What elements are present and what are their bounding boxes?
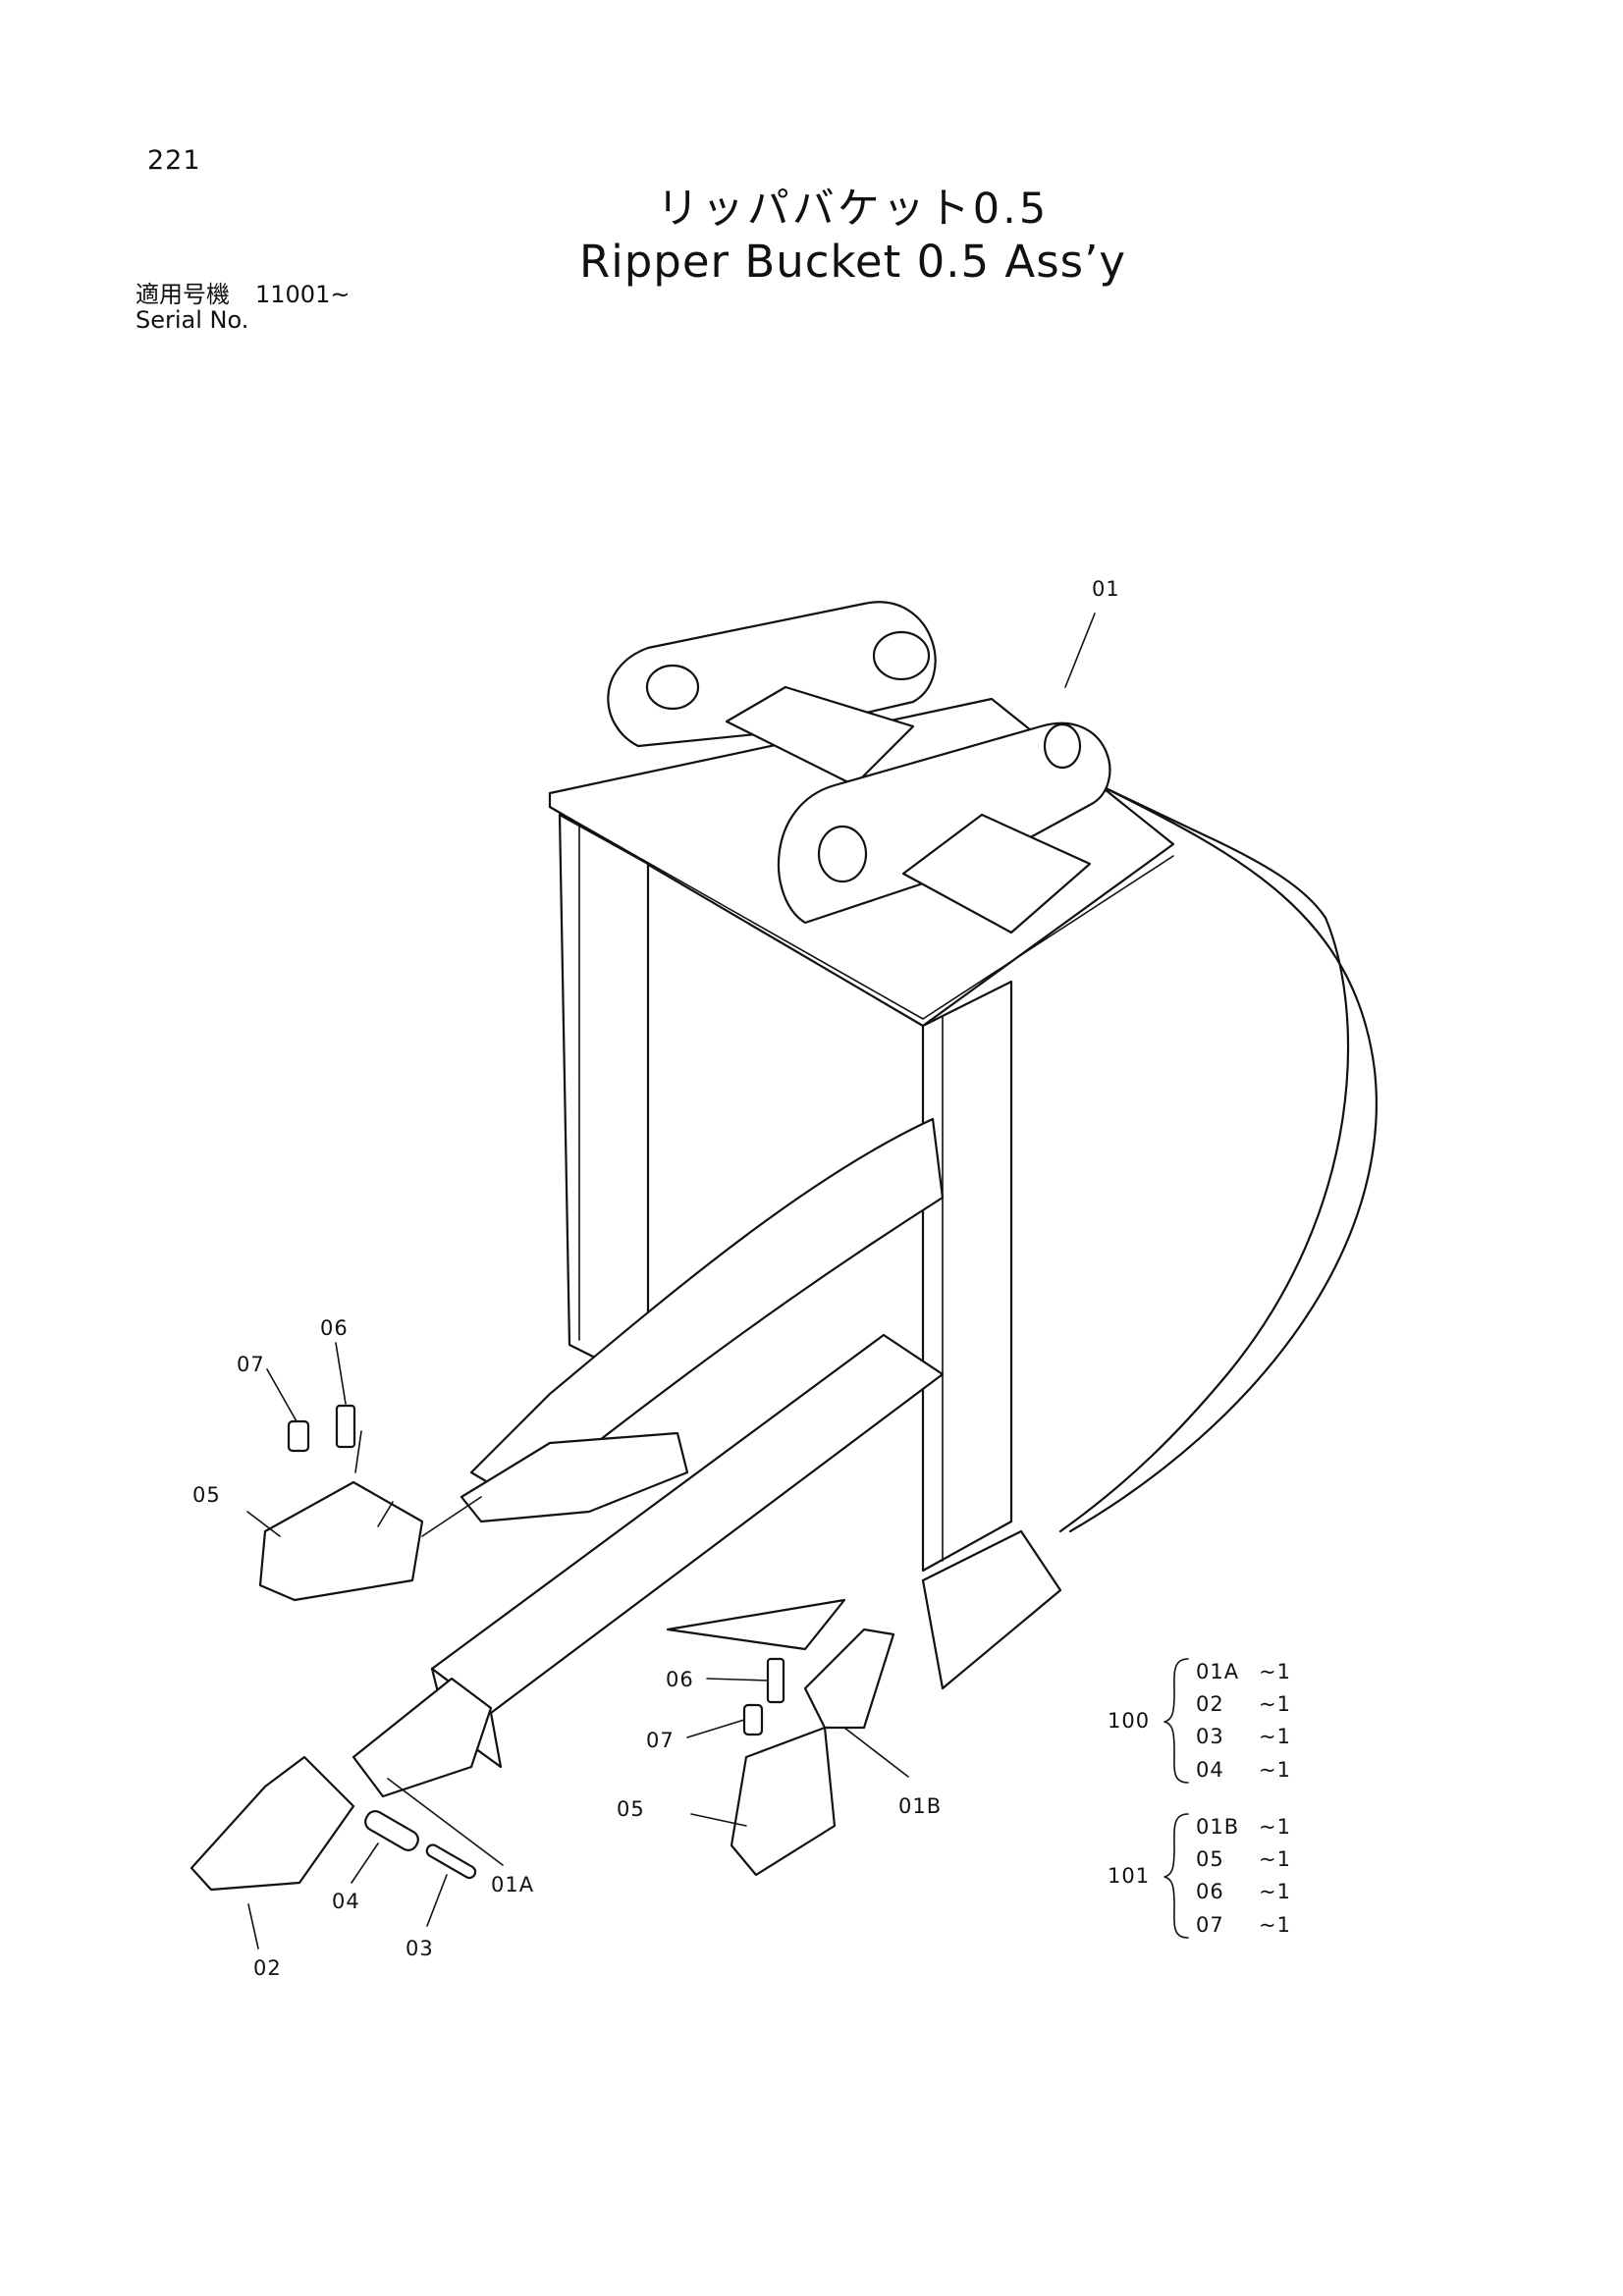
lug-pyramid-block: [901, 813, 1092, 934]
assembly-101-qty-3: ~1: [1259, 1880, 1291, 1903]
tooth-05-left: [258, 1480, 424, 1602]
assembly-100-part-2: 02: [1196, 1692, 1224, 1716]
callout-02: 02: [253, 1956, 282, 1980]
assembly-100-part-3: 03: [1196, 1725, 1224, 1748]
assembly-100-qty-1: ~1: [1259, 1660, 1291, 1683]
assembly-group-100: 100 01A ~1 02 ~1 03 ~1 04 ~1: [1108, 1658, 1291, 1784]
assembly-101-qty-2: ~1: [1259, 1847, 1291, 1871]
assembly-101-part-3: 06: [1196, 1880, 1224, 1903]
adapter-01A: [352, 1677, 493, 1798]
pin-04: [364, 1810, 419, 1851]
assembly-101-qty-4: ~1: [1259, 1913, 1291, 1937]
ripper-shank: [469, 1117, 945, 1504]
assembly-number-100: 100: [1108, 1709, 1150, 1733]
callout-01: 01: [1092, 577, 1120, 601]
ripper-bucket-drawing: [352, 601, 1378, 1798]
leader-lines: [246, 613, 1096, 1949]
lower-right-gusset: [921, 1529, 1062, 1690]
bucket-shell-curve: [1068, 783, 1378, 1533]
callout-labels: 01 01A 01B 02 03 04 05 06 07 05 06 07: [192, 577, 1120, 1980]
callout-07-right: 07: [646, 1729, 675, 1752]
serial-label-japanese: 適用号機: [135, 281, 230, 308]
page-number: 221: [147, 145, 201, 176]
pin-07-right: [742, 1703, 764, 1736]
serial-row-japanese: 適用号機 11001~: [135, 282, 350, 307]
lug-center-block: [725, 685, 915, 787]
loose-parts: [189, 1404, 837, 1892]
callout-01A: 01A: [491, 1873, 534, 1896]
callout-06-right: 06: [666, 1668, 694, 1691]
bottom-side-plate: [666, 1598, 846, 1651]
bucket-shell-top-edge: [1098, 783, 1327, 920]
left-vertical-post: [558, 813, 650, 1386]
assembly-100-qty-3: ~1: [1259, 1725, 1291, 1748]
assembly-100-qty-4: ~1: [1259, 1758, 1291, 1782]
page-title-japanese: リッパバケット0.5: [656, 185, 1050, 234]
assembly-101-part-2: 05: [1196, 1847, 1224, 1871]
assembly-number-101: 101: [1108, 1864, 1150, 1888]
bucket-shell-inner-curve: [1058, 916, 1350, 1533]
callout-04: 04: [332, 1890, 360, 1913]
assembly-101-part-4: 07: [1196, 1913, 1224, 1937]
pin-03: [425, 1843, 477, 1880]
callout-05-right: 05: [617, 1797, 645, 1821]
tooth-02: [189, 1755, 355, 1892]
serial-number-block: 適用号機 11001~ Serial No.: [135, 282, 350, 333]
callout-01B: 01B: [898, 1794, 942, 1818]
right-vertical-post: [921, 980, 1013, 1573]
callout-05-left: 05: [192, 1483, 221, 1507]
pin-07-left: [287, 1419, 310, 1453]
assembly-group-101: 101 01B ~1 05 ~1 06 ~1 07 ~1: [1108, 1813, 1291, 1939]
lock-06-right: [766, 1657, 785, 1704]
tooth-05-right: [730, 1726, 837, 1877]
serial-label-english: Serial No.: [135, 306, 249, 334]
assembly-100-qty-2: ~1: [1259, 1692, 1291, 1716]
assembly-101-qty-1: ~1: [1259, 1815, 1291, 1839]
callout-03: 03: [406, 1937, 434, 1960]
page-title-english: Ripper Bucket 0.5 Ass’y: [578, 236, 1127, 288]
assembly-100-part-1: 01A: [1196, 1660, 1239, 1683]
mounting-lug-front: [778, 721, 1111, 925]
lock-06-left: [335, 1404, 356, 1449]
callout-06-left: 06: [320, 1316, 349, 1340]
adapter-01B: [803, 1628, 895, 1730]
adapter-upper: [460, 1431, 689, 1523]
assembly-100-part-4: 04: [1196, 1758, 1224, 1782]
serial-value: 11001~: [255, 281, 351, 308]
callout-07-left: 07: [237, 1353, 265, 1376]
assembly-101-part-1: 01B: [1196, 1815, 1239, 1839]
